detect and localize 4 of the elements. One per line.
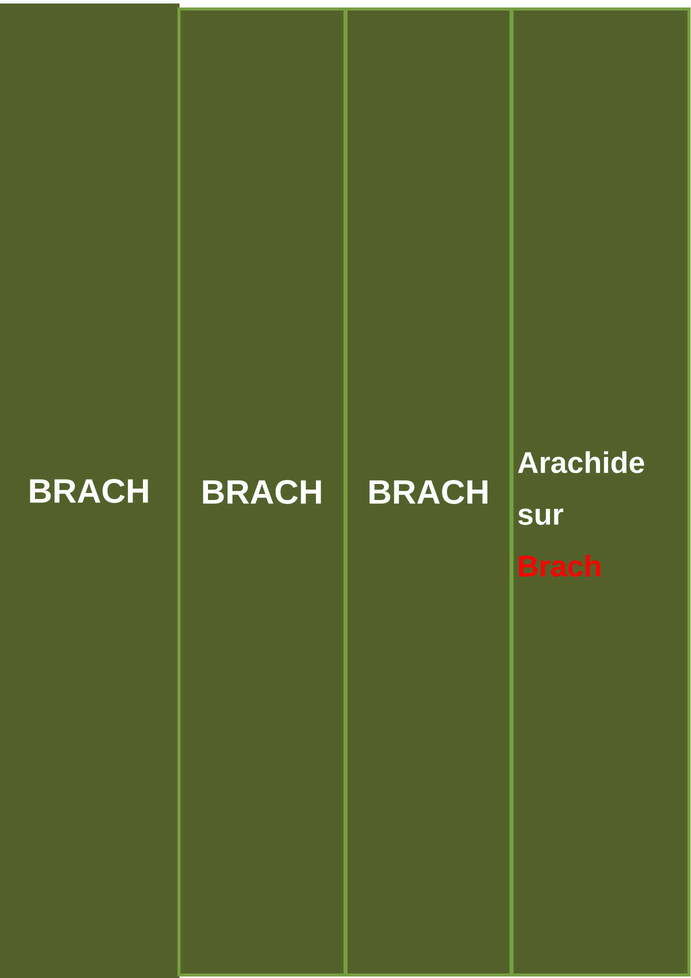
band-label: Arachide sur Brach bbox=[518, 451, 644, 577]
plot-band: BRACH bbox=[0, 4, 180, 978]
plot-band: BRACH bbox=[178, 8, 346, 976]
plot-band: BRACH bbox=[344, 8, 512, 976]
